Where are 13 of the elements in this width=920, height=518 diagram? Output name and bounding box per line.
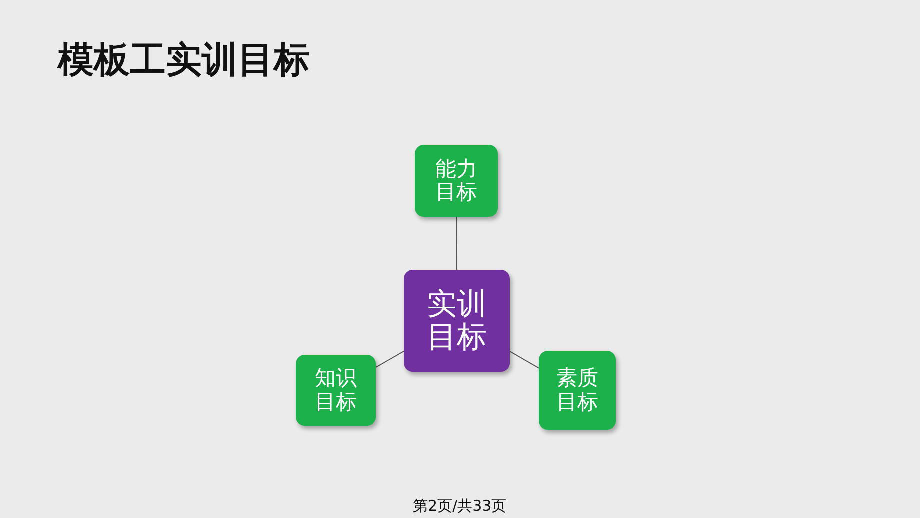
connector-line [376, 350, 404, 368]
node-label: 能力目标 [434, 158, 478, 204]
node-label: 素质目标 [556, 367, 600, 414]
goal-box [296, 355, 376, 426]
node-label: 实训目标 [426, 288, 488, 354]
center-box [404, 270, 510, 372]
goal-box [539, 351, 616, 430]
connector-line [510, 351, 540, 369]
slide-title: 模板工实训目标 [58, 39, 310, 83]
node-label: 知识目标 [314, 367, 358, 414]
connector-line [456, 216, 458, 270]
page-number: 第2页/共33页 [413, 497, 507, 516]
goal-box [415, 145, 498, 217]
